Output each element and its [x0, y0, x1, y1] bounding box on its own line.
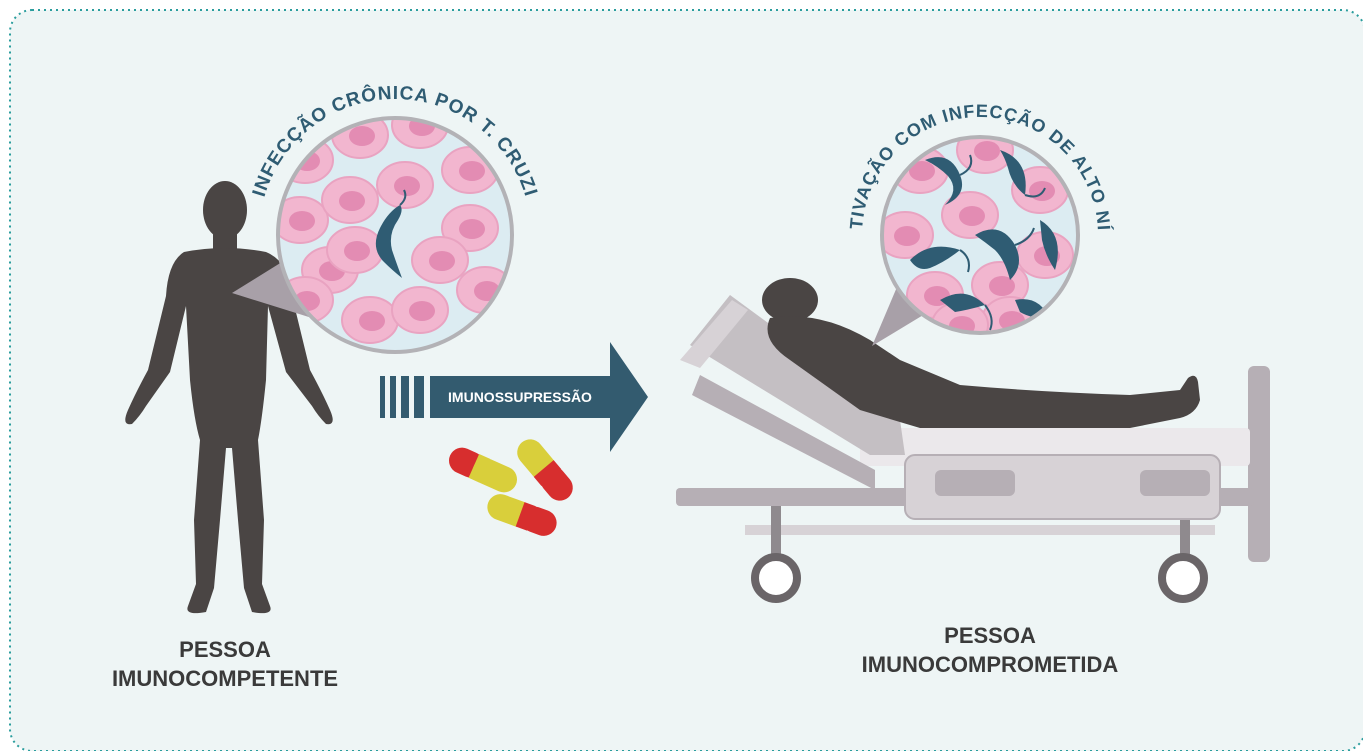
- pill-capsule-icon: [448, 439, 573, 536]
- blood-cells-magnifier-icon-heavy: [880, 135, 1080, 335]
- left-person-label-line1: PESSOA: [179, 637, 271, 662]
- standing-person-icon: [125, 181, 333, 614]
- blood-cells-magnifier-icon: [276, 116, 514, 354]
- left-person-label-line2: IMUNOCOMPETENTE: [112, 666, 338, 691]
- immunosuppression-arrow: [380, 342, 648, 452]
- trypanosoma-parasites-group: [910, 150, 1058, 320]
- hospital-bed-icon: [676, 295, 1270, 603]
- arrow-label: IMUNOSSUPRESSÃO: [448, 388, 592, 405]
- trypanosoma-parasite-icon: [375, 205, 402, 278]
- right-person-label-line1: PESSOA: [944, 623, 1036, 648]
- trypanosoma-flagellum: [399, 189, 407, 206]
- lying-patient-icon: [762, 278, 1200, 428]
- right-person-label-line2: IMUNOCOMPROMETIDA: [862, 652, 1119, 677]
